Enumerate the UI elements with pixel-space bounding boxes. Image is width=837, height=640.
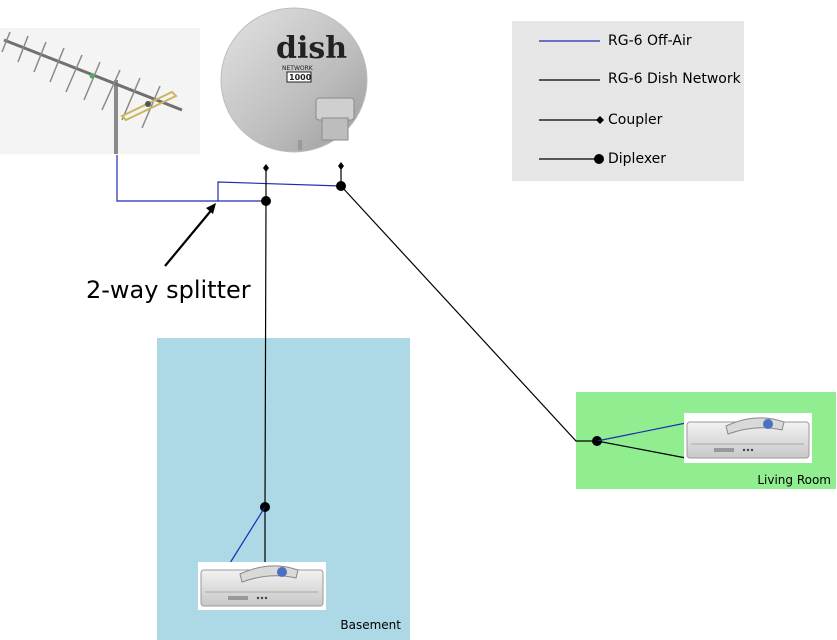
legend-diplexer-symbol — [594, 154, 604, 164]
offair-wire-to-living — [217, 181, 342, 201]
basement-label: Basement — [340, 618, 401, 632]
dish-brand: dish — [276, 31, 347, 66]
basement-offair-drop — [229, 506, 266, 564]
antenna-icon — [0, 28, 200, 154]
living-offair-drop — [596, 422, 687, 442]
coupler-living — [338, 162, 344, 170]
splitter-annotation: 2-way splitter — [86, 276, 251, 304]
combined-wire-basement — [264, 200, 267, 508]
legend-diplexer-label: Diplexer — [608, 151, 667, 167]
coupler-basement — [263, 164, 269, 172]
living-room-receiver-icon — [684, 413, 812, 463]
legend-coupler-symbol — [596, 116, 604, 124]
dish-network-text: NETWORK — [282, 65, 314, 72]
combined-wire-living — [340, 185, 597, 442]
living-room-label: Living Room — [757, 473, 831, 487]
living-dish-drop — [596, 440, 687, 459]
legend: RG-6 Off-Air RG-6 Dish Network Coupler D… — [512, 21, 744, 181]
legend-dish-label: RG-6 Dish Network — [608, 71, 741, 87]
dish-model: 1000 — [289, 73, 312, 82]
legend-offair-label: RG-6 Off-Air — [608, 33, 692, 49]
splitter-arrow-line — [164, 206, 215, 267]
offair-wire-antenna — [116, 155, 218, 202]
satellite-dish-icon: dish NETWORK 1000 — [220, 7, 368, 153]
legend-symbols — [539, 40, 604, 164]
splitter-arrow-head — [206, 203, 216, 214]
basement-receiver-icon — [198, 562, 326, 610]
legend-coupler-label: Coupler — [608, 112, 663, 128]
